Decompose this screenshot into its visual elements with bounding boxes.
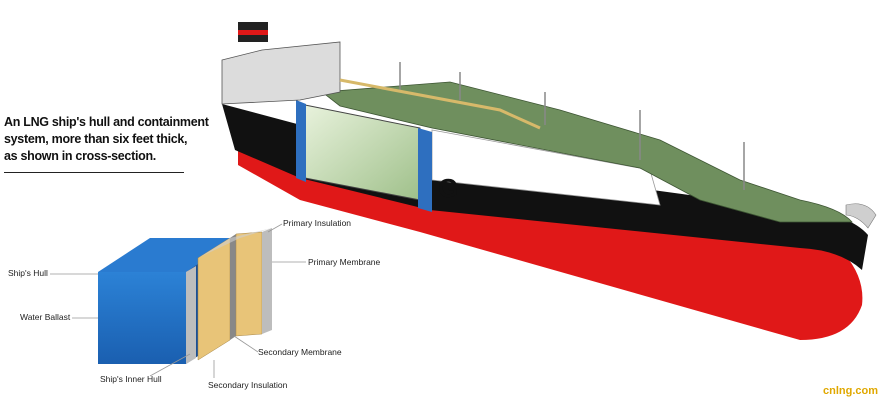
leader-inner-hull bbox=[149, 353, 191, 377]
funnel-band bbox=[238, 30, 268, 35]
primary-membrane-layer bbox=[262, 228, 272, 334]
caption-divider bbox=[4, 172, 184, 173]
tank-blue-section-right bbox=[418, 128, 432, 212]
caption-line-3: as shown in cross-section. bbox=[4, 149, 156, 163]
deck bbox=[320, 81, 853, 223]
water-ballast-top bbox=[98, 238, 240, 272]
water-ballast-block bbox=[98, 272, 186, 364]
label-secondary-membrane: Secondary Membrane bbox=[258, 347, 342, 357]
label-ships-hull: Ship's Hull bbox=[8, 268, 48, 278]
secondary-insulation-layer bbox=[197, 237, 231, 361]
label-secondary-insulation: Secondary Insulation bbox=[208, 380, 288, 390]
bow-bulwark bbox=[845, 203, 877, 229]
caption-line-2: system, more than six feet thick, bbox=[4, 132, 188, 146]
deck-piping bbox=[339, 78, 541, 130]
leader-primary-insulation bbox=[267, 223, 283, 233]
primary-insulation-layer bbox=[235, 231, 263, 337]
superstructure bbox=[221, 41, 341, 105]
ship: G bbox=[221, 22, 877, 340]
caption-line-1: An LNG ship's hull and containment bbox=[4, 115, 209, 129]
label-primary-insulation: Primary Insulation bbox=[283, 218, 352, 228]
watermark: cnlng.com bbox=[822, 385, 878, 397]
leader-secondary-membrane bbox=[233, 335, 259, 353]
label-leaders bbox=[50, 223, 306, 378]
caption: An LNG ship's hull and containment syste… bbox=[4, 114, 209, 165]
label-primary-membrane: Primary Membrane bbox=[308, 257, 381, 267]
inner-hull-layer bbox=[186, 266, 196, 364]
secondary-membrane-layer bbox=[230, 234, 236, 340]
label-ships-inner-hull: Ship's Inner Hull bbox=[100, 374, 162, 384]
label-water-ballast: Water Ballast bbox=[20, 312, 71, 322]
hull-cross-section bbox=[98, 228, 272, 364]
ship-letter: G bbox=[438, 173, 458, 203]
tank-blue-section bbox=[296, 100, 306, 182]
